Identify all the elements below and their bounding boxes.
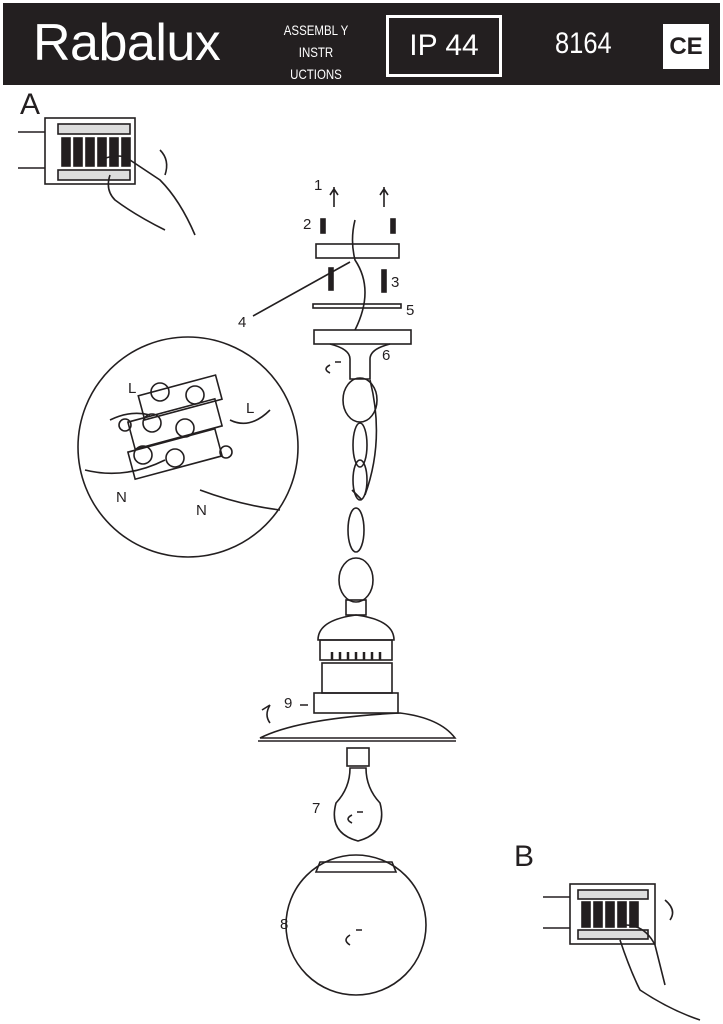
wiring-detail-inset [77,336,299,558]
ip-rating-badge: IP 44 [386,15,502,77]
chain [338,377,378,603]
part-7-label: 7 [312,800,321,817]
part-4-label: 4 [238,314,247,331]
wire-live-label: L [128,380,137,397]
fuse-box-on-illustration [543,883,701,1021]
step-b-label: B [514,840,535,873]
lamp-housing [258,599,457,742]
fuse-box-off-illustration [18,117,196,236]
doc-type-line-2: INSTR UCTIONS [290,44,342,82]
header-bar: Rabalux ASSEMBL Y INSTR UCTIONS IP 44 81… [3,3,720,85]
wire-live-label: L [246,400,255,417]
brand-logo: Rabalux [33,14,221,72]
step-a-label: A [20,88,41,121]
light-bulb [333,747,383,842]
part-6-label: 6 [382,347,391,364]
part-1-label: 1 [314,177,323,194]
part-8-label: 8 [280,916,289,933]
part-9-label: 9 [284,695,293,712]
part-2-label: 2 [303,216,312,233]
product-code: 8164 [555,27,612,60]
document-type: ASSEMBL Y INSTR UCTIONS [275,19,357,85]
part-3-label: 3 [391,274,400,291]
doc-type-line-1: ASSEMBL Y [283,22,349,38]
ceiling-fixings [252,187,412,380]
part-5-label: 5 [406,302,415,319]
wire-neutral-label: N [196,502,207,519]
wire-neutral-label: N [116,489,127,506]
glass-globe [285,854,427,996]
ce-mark: CE [663,24,709,69]
